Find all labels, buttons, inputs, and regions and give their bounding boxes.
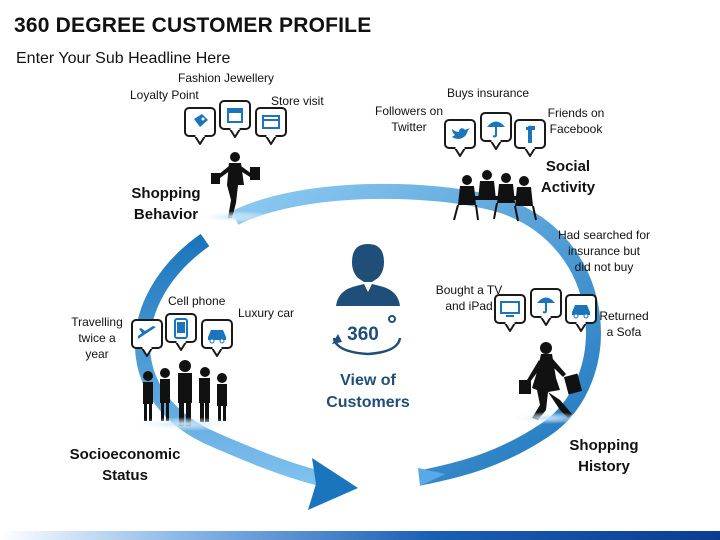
title-shopping-behavior-2: Behavior — [133, 206, 199, 223]
label-sofa-2: a Sofa — [606, 325, 642, 339]
label-friends-1: Friends on — [547, 106, 605, 120]
sub-headline: Enter Your Sub Headline Here — [16, 50, 231, 67]
center-caption-line1: View of — [340, 372, 396, 389]
meeting-silhouette — [453, 170, 537, 222]
center-person-icon — [336, 244, 400, 306]
title-shopping-behavior-1: Shopping — [131, 185, 201, 202]
label-bought-tv: Bought a TV and iPad — [428, 282, 510, 314]
center-caption-line2: Customers — [326, 394, 410, 411]
shop-icon — [219, 100, 251, 138]
label-followers-2: Twitter — [391, 120, 427, 134]
tv-icon — [494, 294, 526, 332]
title-social-activity-2: Activity — [540, 179, 596, 196]
label-tv-2: and iPad — [445, 299, 493, 313]
label-tv-1: Bought a TV — [435, 283, 503, 297]
plane-icon — [131, 319, 163, 357]
label-fashion-jewellery: Fashion Jewellery — [178, 71, 275, 85]
socioeconomic-icons — [130, 313, 240, 431]
label-followers-1: Followers on — [374, 104, 444, 118]
title-shopping-history-2: History — [578, 458, 630, 475]
label-travel-3: year — [85, 347, 109, 361]
twitter-icon — [444, 119, 476, 157]
car-icon — [201, 319, 233, 357]
label-friends-facebook: Friends on Facebook — [540, 105, 612, 137]
store-icon — [255, 107, 287, 145]
title-shopping-history-1: Shopping — [569, 437, 639, 454]
facebook-icon — [514, 119, 546, 157]
label-cell-phone: Cell phone — [168, 294, 226, 308]
label-luxury-car: Luxury car — [238, 306, 295, 320]
umbrella-icon — [480, 112, 512, 150]
title-socioeconomic-1: Socioeconomic — [69, 446, 181, 463]
rotate-360-icon: 360 — [332, 315, 402, 356]
label-searched-1: Had searched for — [557, 228, 651, 242]
label-travelling: Travelling twice a year — [62, 314, 132, 362]
label-followers-twitter: Followers on Twitter — [368, 103, 450, 135]
label-friends-2: Facebook — [549, 122, 603, 136]
title-socioeconomic-2: Status — [102, 467, 148, 484]
shopping-behavior-icons — [184, 100, 287, 223]
phone-icon — [165, 313, 197, 351]
arrow-head-bottom — [308, 458, 358, 510]
label-sofa-1: Returned — [599, 309, 649, 323]
label-searched-2: insurance but — [567, 244, 641, 258]
title-social-activity-1: Social — [545, 158, 591, 175]
label-searched-3: did not buy — [574, 260, 634, 274]
label-store-visit: Store visit — [271, 94, 324, 108]
tag-icon — [184, 107, 216, 145]
label-searched-insurance: Had searched for insurance but did not b… — [548, 227, 660, 275]
title-social-activity: Social Activity — [528, 156, 608, 198]
shopping-history-icons — [494, 288, 597, 424]
label-travel-1: Travelling — [71, 315, 123, 329]
title-shopping-history: Shopping History — [560, 435, 648, 477]
label-loyalty-point: Loyalty Point — [130, 88, 199, 102]
umbrella-icon — [530, 288, 562, 326]
car-icon — [565, 294, 597, 332]
label-buys-insurance: Buys insurance — [447, 86, 530, 100]
center-caption: View of Customers — [318, 370, 418, 414]
bottom-accent-band — [0, 531, 720, 540]
crowd-silhouette — [143, 360, 227, 426]
label-travel-2: twice a — [78, 331, 116, 345]
title-shopping-behavior: Shopping Behavior — [122, 183, 210, 225]
title-socioeconomic-status: Socioeconomic Status — [60, 444, 190, 486]
label-returned-sofa: Returned a Sofa — [594, 308, 654, 340]
shopper-silhouette — [211, 152, 260, 218]
cycle-arrow — [135, 183, 601, 510]
page-title: 360 DEGREE CUSTOMER PROFILE — [14, 14, 372, 37]
social-activity-icons — [444, 112, 546, 222]
badge-360-text: 360 — [347, 324, 379, 345]
woman-shopper-silhouette — [519, 342, 583, 420]
